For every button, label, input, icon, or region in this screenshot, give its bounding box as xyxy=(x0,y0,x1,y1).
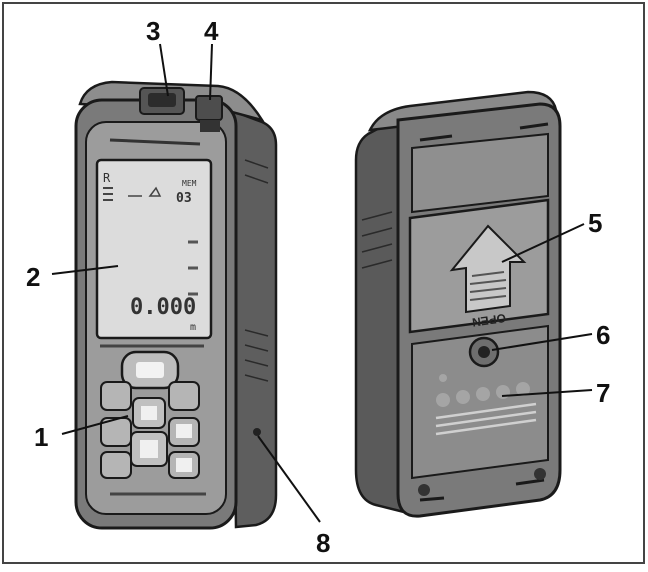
lcd-unit: m xyxy=(190,322,196,333)
receiver-lens xyxy=(195,95,223,121)
open-arrow-icon xyxy=(449,224,527,314)
key-right-bottom-face xyxy=(176,458,192,472)
key-bottom-face xyxy=(140,440,158,458)
back-device: OPEN xyxy=(354,90,562,518)
lcd-mode-icon xyxy=(128,186,162,197)
lcd-top-left: R xyxy=(103,171,111,185)
lcd-display xyxy=(95,158,213,340)
front-device-side xyxy=(228,108,278,529)
lcd-indicator-bars xyxy=(103,187,113,201)
corner-bumpers xyxy=(419,122,549,502)
front-device: R MEM 03 0.000 m xyxy=(74,80,278,530)
key-left-upper xyxy=(100,381,132,411)
leader-4 xyxy=(209,43,213,101)
lcd-small-lines xyxy=(188,240,198,296)
back-upper-panel xyxy=(411,132,549,214)
leader-6 xyxy=(491,333,593,351)
key-left-lower xyxy=(100,417,132,447)
open-label: OPEN xyxy=(471,311,507,330)
leader-8 xyxy=(257,435,321,523)
callout-7: 7 xyxy=(596,378,610,408)
callout-4: 4 xyxy=(204,16,219,46)
foot-right xyxy=(534,468,546,480)
leader-lines xyxy=(51,43,593,523)
key-right-lower-face xyxy=(176,424,192,438)
lcd-top-right-sub: 03 xyxy=(176,191,192,206)
foot-left xyxy=(418,484,430,496)
callout-8: 8 xyxy=(316,528,330,558)
strap-hole xyxy=(253,428,261,436)
open-arrow-stripes xyxy=(469,271,507,301)
key-left-bottom xyxy=(100,451,132,479)
tripod-thread-icon xyxy=(478,346,490,358)
lcd-top-right: MEM xyxy=(182,179,197,188)
leader-5 xyxy=(501,223,585,263)
back-side-grip xyxy=(361,211,393,269)
front-top-strip xyxy=(109,138,201,146)
laser-lens-icon xyxy=(148,93,176,107)
leader-2 xyxy=(51,265,119,275)
callout-1: 1 xyxy=(34,422,48,452)
product-label xyxy=(435,374,537,436)
key-center-face xyxy=(141,406,157,420)
leader-1 xyxy=(61,415,129,435)
callout-6: 6 xyxy=(596,320,610,350)
back-lower-panel xyxy=(411,324,549,480)
callout-3: 3 xyxy=(146,16,160,46)
receiver-lens-lower xyxy=(200,120,220,132)
front-side-grip xyxy=(244,159,269,382)
back-device-side xyxy=(354,115,406,514)
leader-3 xyxy=(159,43,169,97)
callout-2: 2 xyxy=(26,262,40,292)
lcd-reading: 0.000 xyxy=(130,295,196,320)
key-right-upper xyxy=(168,381,200,411)
callout-5: 5 xyxy=(588,208,602,238)
measure-button-face xyxy=(136,362,164,378)
leader-7 xyxy=(501,389,593,397)
